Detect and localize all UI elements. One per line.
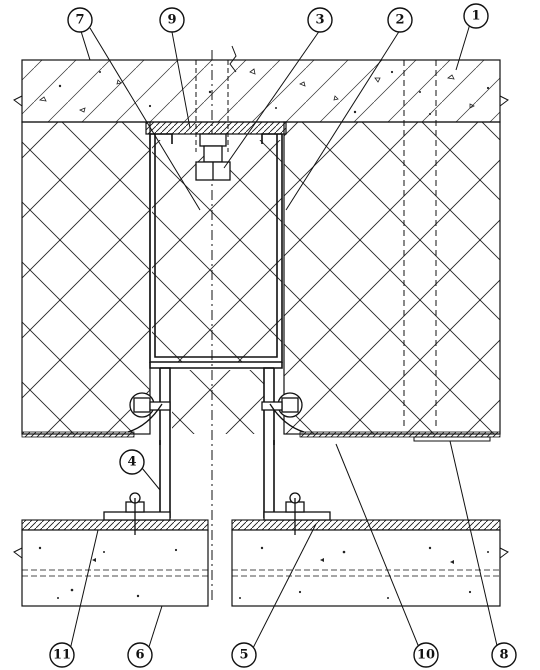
top-concrete-slab [13, 45, 509, 123]
callout-5-label: 5 [239, 648, 248, 663]
anchor-sleeve [195, 50, 229, 600]
callout-3: 3 [307, 7, 333, 33]
callout-10: 10 [413, 642, 439, 668]
callout-5: 5 [231, 642, 257, 668]
callout-9-label: 9 [167, 13, 176, 28]
bottom-right-bracket [263, 492, 331, 535]
callout-1-label: 1 [471, 9, 480, 24]
callout-11: 11 [49, 642, 75, 668]
callout-9: 9 [159, 7, 185, 33]
leader-lines [69, 23, 499, 651]
callout-11-label: 11 [53, 648, 71, 663]
callout-3-label: 3 [315, 13, 324, 28]
callout-8-label: 8 [499, 648, 508, 663]
callout-2-label: 2 [395, 13, 404, 28]
insulation-left [21, 121, 151, 435]
callout-4: 4 [119, 449, 145, 475]
callout-10-label: 10 [417, 648, 435, 663]
panel-break-marks [13, 547, 509, 559]
callout-1: 1 [463, 3, 489, 29]
insulation-right [283, 121, 501, 435]
callout-8: 8 [491, 642, 517, 668]
left-side-bolt [127, 392, 171, 433]
top-bolt [195, 133, 231, 181]
right-side-bolt [261, 392, 305, 433]
steel-channel [149, 133, 283, 363]
seal-strip [413, 436, 491, 442]
bottom-panel-right [231, 519, 501, 607]
callout-6-label: 6 [135, 648, 144, 663]
panel-aggregate [38, 546, 489, 599]
callout-6: 6 [127, 642, 153, 668]
callout-7: 7 [67, 7, 93, 33]
callout-7-label: 7 [75, 13, 84, 28]
bottom-panel-left [21, 519, 209, 607]
right-anchor-dashed [403, 60, 437, 430]
bottom-left-bracket [103, 492, 171, 535]
membrane-line [21, 431, 501, 438]
callout-2: 2 [387, 7, 413, 33]
hanger-rods [159, 440, 275, 518]
callout-4-label: 4 [127, 455, 136, 470]
